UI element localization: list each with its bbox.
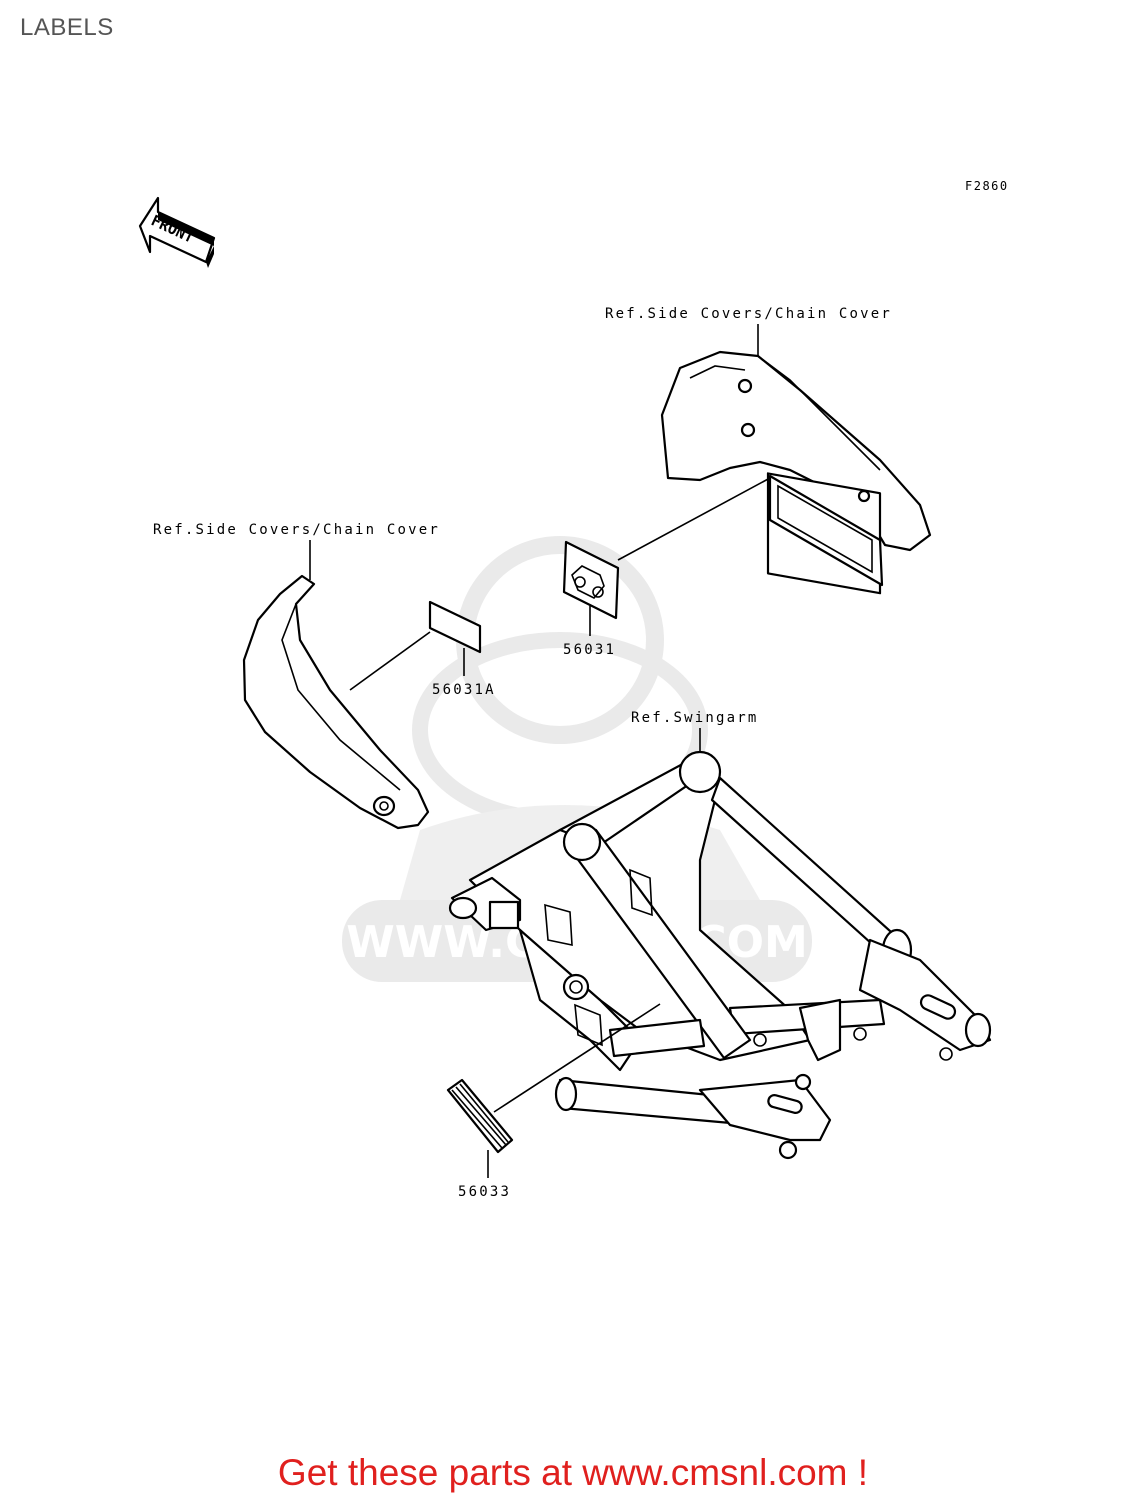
part-number-56031a: 56031A — [432, 682, 496, 698]
figure-code: F2860 — [965, 179, 1009, 193]
side-cover-left-part — [242, 574, 430, 830]
ref-side-covers-left: Ref.Side Covers/Chain Cover — [153, 522, 440, 538]
get-parts-link[interactable]: Get these parts at www.cmsnl.com ! — [277, 1452, 869, 1493]
front-direction-arrow-icon: FRONT — [138, 196, 216, 268]
ref-swingarm: Ref.Swingarm — [631, 710, 759, 726]
ref-side-covers-top: Ref.Side Covers/Chain Cover — [605, 306, 892, 322]
label-56031-part — [562, 540, 620, 620]
label-56031a-part — [428, 600, 482, 654]
label-56033-part — [446, 1078, 514, 1154]
swingarm-part — [448, 750, 992, 1160]
part-number-56031: 56031 — [563, 642, 616, 658]
page-title: LABELS — [20, 14, 114, 41]
part-number-56033: 56033 — [458, 1184, 511, 1200]
chain-cover-top-part — [660, 350, 932, 595]
